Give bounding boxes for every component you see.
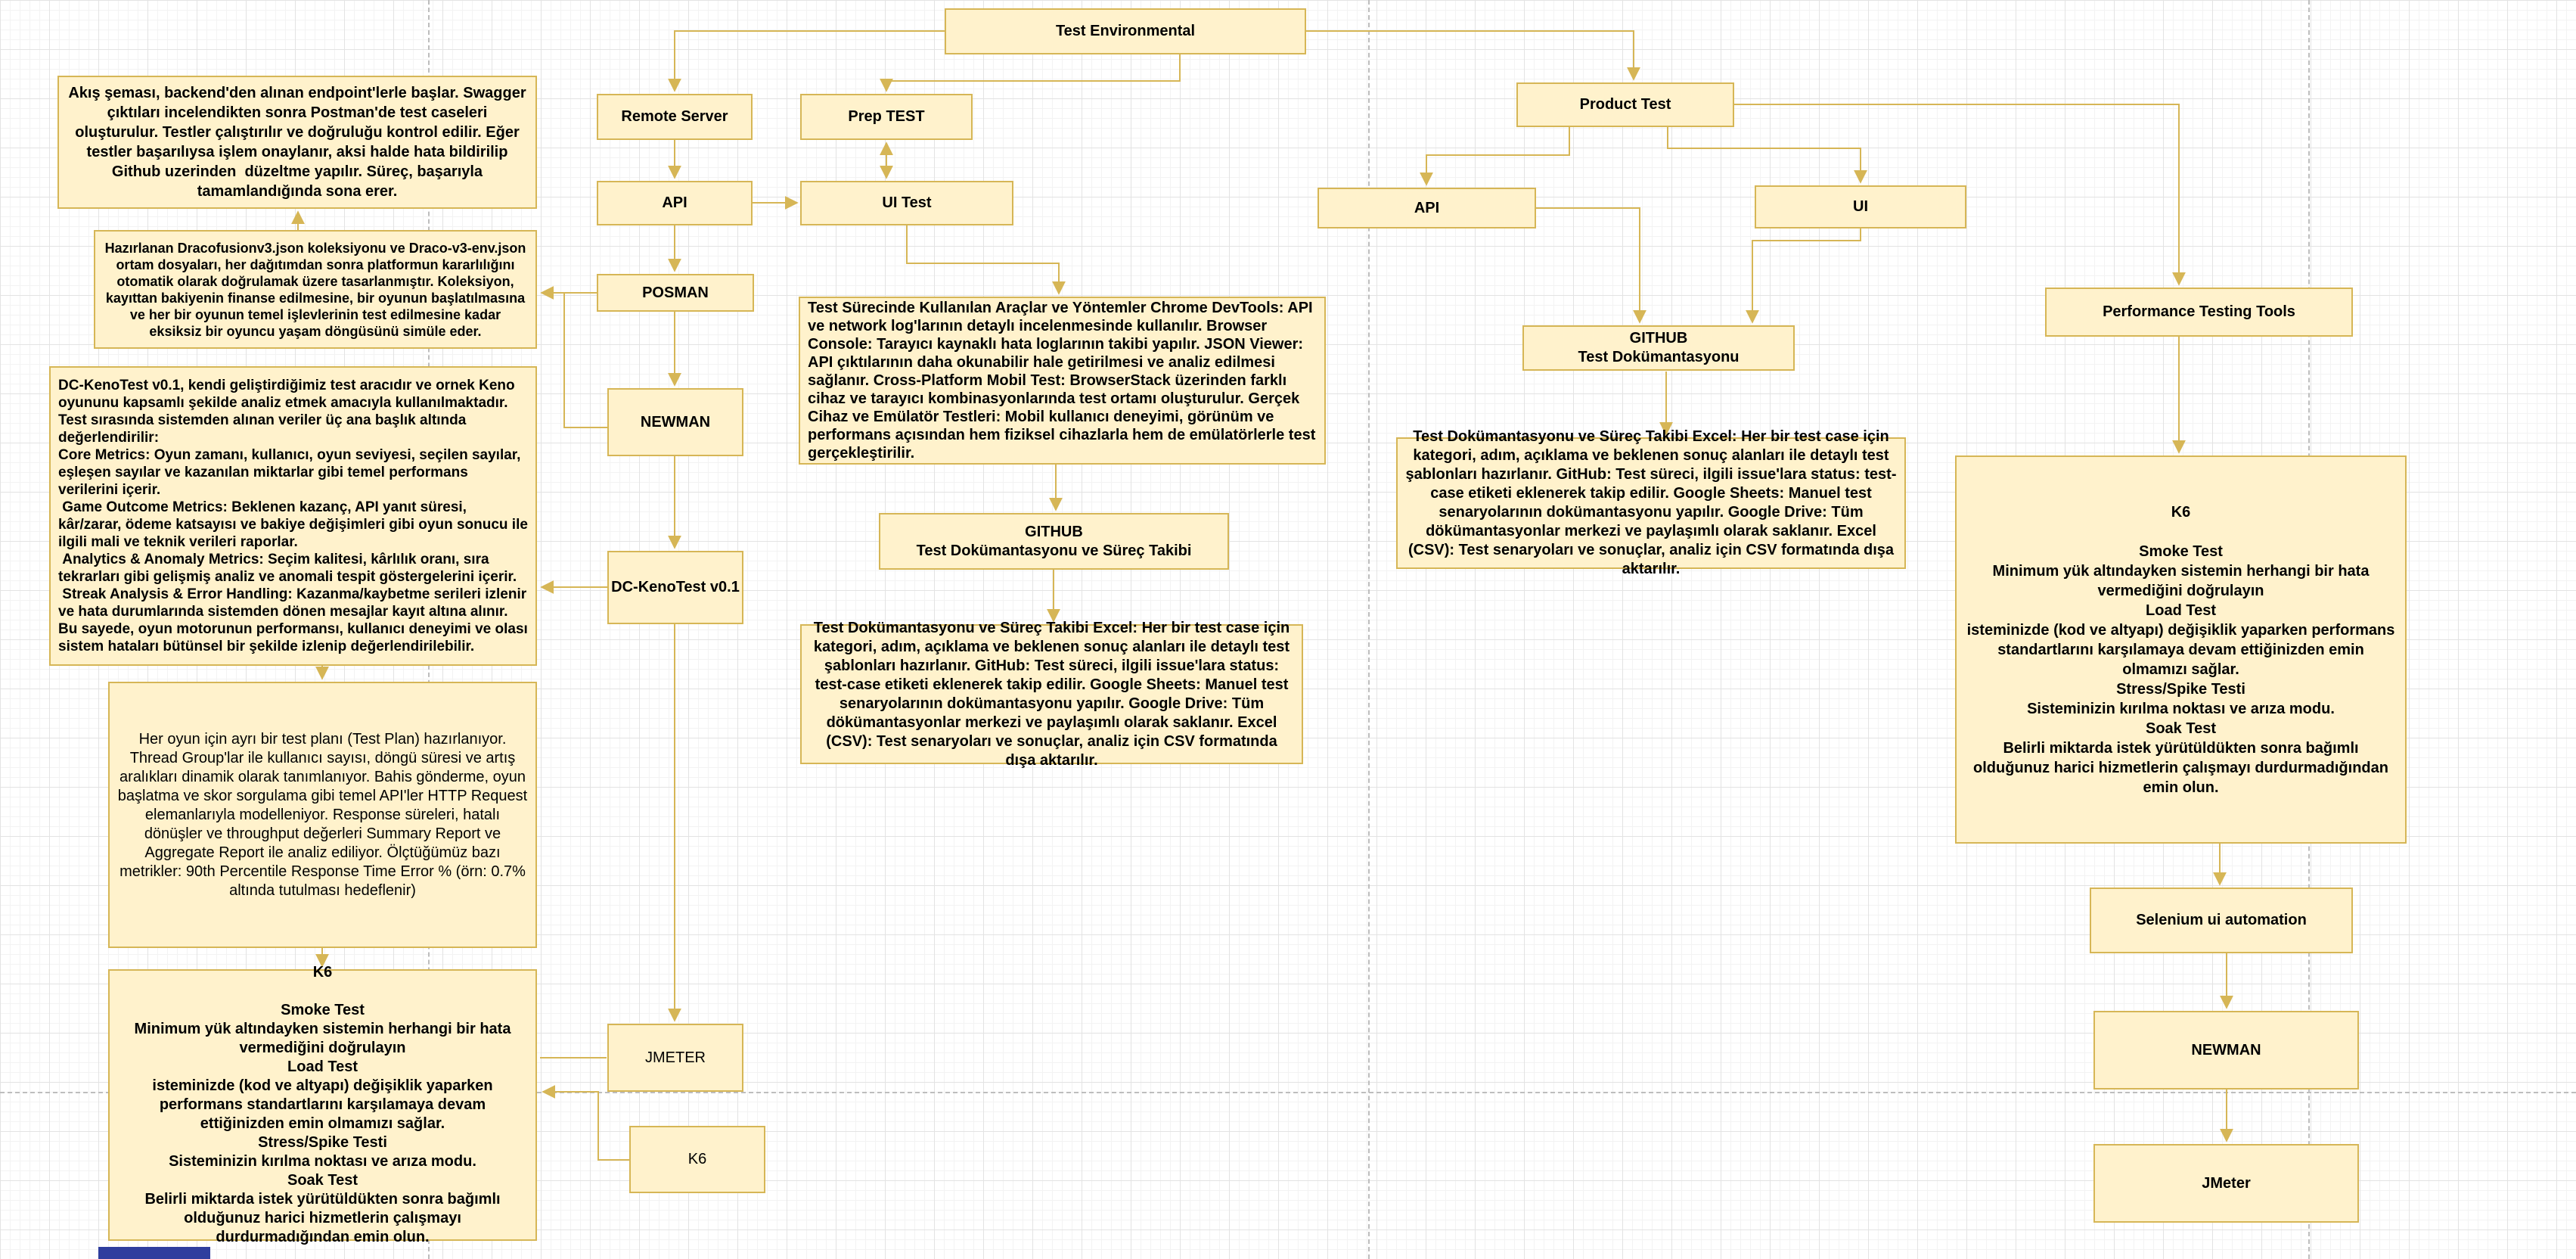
edge-producttest-perftools (1734, 104, 2186, 286)
note-flow-summary[interactable]: Akış şeması, backend'den alınan endpoint… (57, 76, 537, 209)
node-ui-right[interactable]: UI (1755, 185, 1966, 228)
edge-k6-k6note (542, 1085, 629, 1161)
node-posman[interactable]: POSMAN (597, 274, 754, 312)
edge-testenv-remoteserver (668, 30, 945, 92)
node-dc-kenotest[interactable]: DC-KenoTest v0.1 (607, 551, 743, 624)
edge-newman-collection-note (563, 293, 607, 428)
node-performance-testing-tools[interactable]: Performance Testing Tools (2045, 288, 2353, 337)
edge-uiright-githubright (1746, 228, 1861, 324)
node-test-environmental[interactable]: Test Environmental (945, 8, 1306, 54)
note-k6-right[interactable]: K6 Smoke Test Minimum yük altındayken si… (1955, 455, 2407, 844)
edge-producttest-apiright (1420, 127, 1570, 186)
node-k6-mid[interactable]: K6 (629, 1126, 765, 1193)
page-break-vertical-2 (1368, 0, 1370, 1259)
page-break-horizontal-1 (0, 1092, 2576, 1093)
footer-bar (98, 1247, 210, 1259)
edge-producttest-uiright (1667, 127, 1867, 184)
node-newman-right[interactable]: NEWMAN (2093, 1011, 2359, 1090)
note-collection[interactable]: Hazırlanan Dracofusionv3.json koleksiyon… (94, 230, 537, 349)
note-excel-mid[interactable]: Test Dokümantasyonu ve Süreç Takibi Exce… (800, 620, 1303, 769)
edge-uitest-toolsnote (906, 225, 1066, 295)
note-dc-kenotest-detail[interactable]: DC-KenoTest v0.1, kendi geliştirdiğimiz … (49, 366, 537, 666)
note-tools[interactable]: Test Sürecinde Kullanılan Araçlar ve Yön… (799, 297, 1326, 465)
node-github-mid[interactable]: GITHUB Test Dokümantasyonu ve Süreç Taki… (879, 513, 1229, 570)
node-jmeter-mid[interactable]: JMETER (607, 1024, 743, 1092)
node-newman-mid[interactable]: NEWMAN (607, 388, 743, 456)
node-selenium[interactable]: Selenium ui automation (2090, 888, 2353, 953)
note-k6-left[interactable]: K6 Smoke Test Minimum yük altındayken si… (108, 964, 537, 1245)
node-api-right[interactable]: API (1317, 188, 1536, 228)
edge-apiright-githubright (1536, 207, 1646, 324)
node-remote-server[interactable]: Remote Server (597, 94, 753, 140)
node-product-test[interactable]: Product Test (1516, 82, 1734, 127)
node-jmeter-right[interactable]: JMeter (2093, 1144, 2359, 1223)
node-prep-test[interactable]: Prep TEST (800, 94, 973, 140)
node-ui-test[interactable]: UI Test (800, 181, 1013, 225)
node-api-mid[interactable]: API (597, 181, 753, 225)
node-github-right[interactable]: GITHUB Test Dokümantasyonu (1522, 325, 1795, 371)
note-jmeter-plan[interactable]: Her oyun için ayrı bir test planı (Test … (108, 682, 537, 948)
edge-testenv-producttest (1306, 30, 1640, 81)
note-excel-right[interactable]: Test Dokümantasyonu ve Süreç Takibi Exce… (1396, 428, 1906, 577)
edge-testenv-preptest (880, 54, 1181, 92)
